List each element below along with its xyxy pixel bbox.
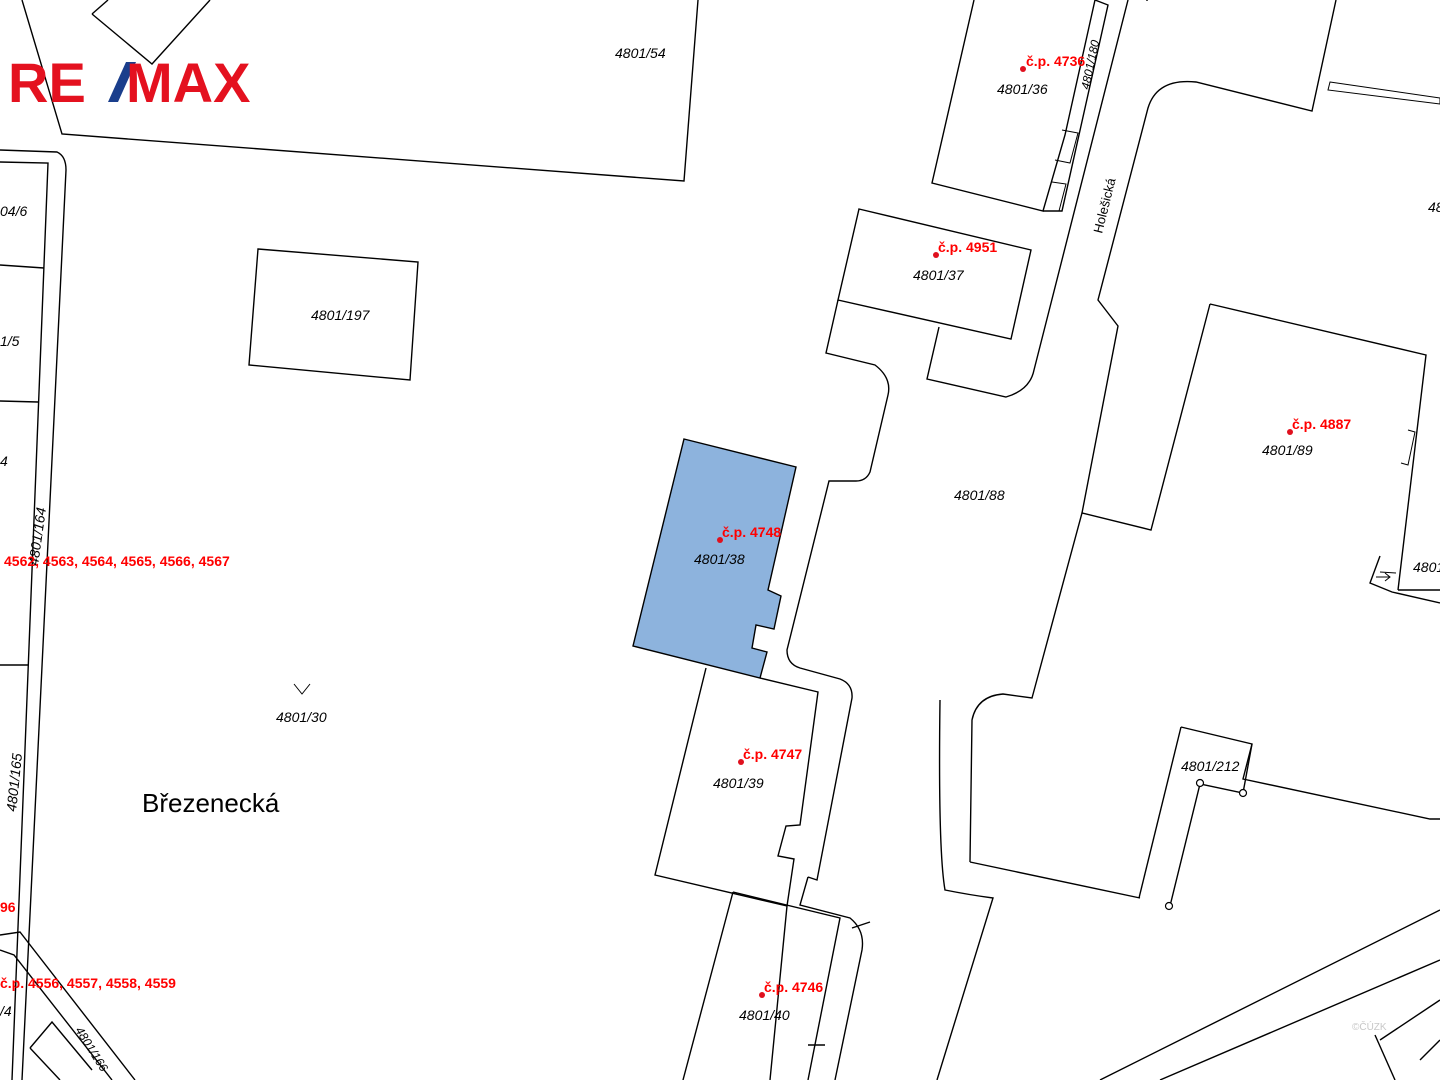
remax-logo: RE MAX — [8, 51, 250, 114]
parcel-label-4801-166: 4801/166 — [72, 1024, 111, 1074]
house-number-4951: č.p. 4951 — [938, 239, 997, 255]
parcel-label-right-edge: 48 — [1428, 199, 1440, 215]
parcel-label-4801-165: 4801/165 — [3, 752, 25, 812]
parcel-label-left-5: 1/5 — [0, 333, 20, 349]
parcel-label-4801-212: 4801/212 — [1181, 758, 1240, 774]
parcel-label-4801-39: 4801/39 — [713, 775, 764, 791]
street-label-brezenecka: Březenecká — [142, 788, 280, 818]
house-numbers-row-2: č.p. 4556, 4557, 4558, 4559 — [0, 975, 176, 991]
cuzk-watermark: ©ČÚZK — [1352, 1020, 1387, 1033]
parcel-label-4801-36: 4801/36 — [997, 81, 1048, 97]
parcel-label-4801-37: 4801/37 — [913, 267, 965, 283]
parcel-label-4801-197: 4801/197 — [311, 307, 371, 323]
parcel-label-left-6: 04/6 — [0, 203, 27, 219]
parcel-label-left-4: 4 — [0, 453, 8, 469]
house-number-4746: č.p. 4746 — [764, 979, 823, 995]
house-number-4736: č.p. 4736 — [1026, 53, 1085, 69]
remax-logo-re: RE — [8, 51, 86, 114]
parcel-label-right-edge-2: 4801 — [1413, 559, 1440, 575]
highlighted-parcel-4801-38[interactable] — [632, 438, 797, 679]
house-number-4747: č.p. 4747 — [743, 746, 802, 762]
survey-points — [293, 572, 1391, 911]
house-numbers-row-1: 4562, 4563, 4564, 4565, 4566, 4567 — [4, 553, 230, 569]
parcel-label-4801-54: 4801/54 — [615, 45, 666, 61]
house-number-4887: č.p. 4887 — [1292, 416, 1351, 432]
house-number-partial: 96 — [0, 899, 16, 915]
house-number-labels: č.p. 4736 č.p. 4951 č.p. 4887 č.p. 4748 … — [0, 53, 1351, 998]
parcel-label-4801-40: 4801/40 — [739, 1007, 790, 1023]
parcel-label-4801-89: 4801/89 — [1262, 442, 1313, 458]
remax-logo-max: MAX — [126, 51, 250, 114]
parcel-label-4801-38: 4801/38 — [694, 551, 745, 567]
parcel-label-4801-88: 4801/88 — [954, 487, 1005, 503]
house-number-4748: č.p. 4748 — [722, 524, 781, 540]
parcel-label-4801-30: 4801/30 — [276, 709, 327, 725]
parcel-label-left-b4: /4 — [0, 1003, 12, 1019]
remax-logo-slash — [108, 62, 136, 102]
street-label-holesicka: Holešická — [1090, 176, 1118, 235]
